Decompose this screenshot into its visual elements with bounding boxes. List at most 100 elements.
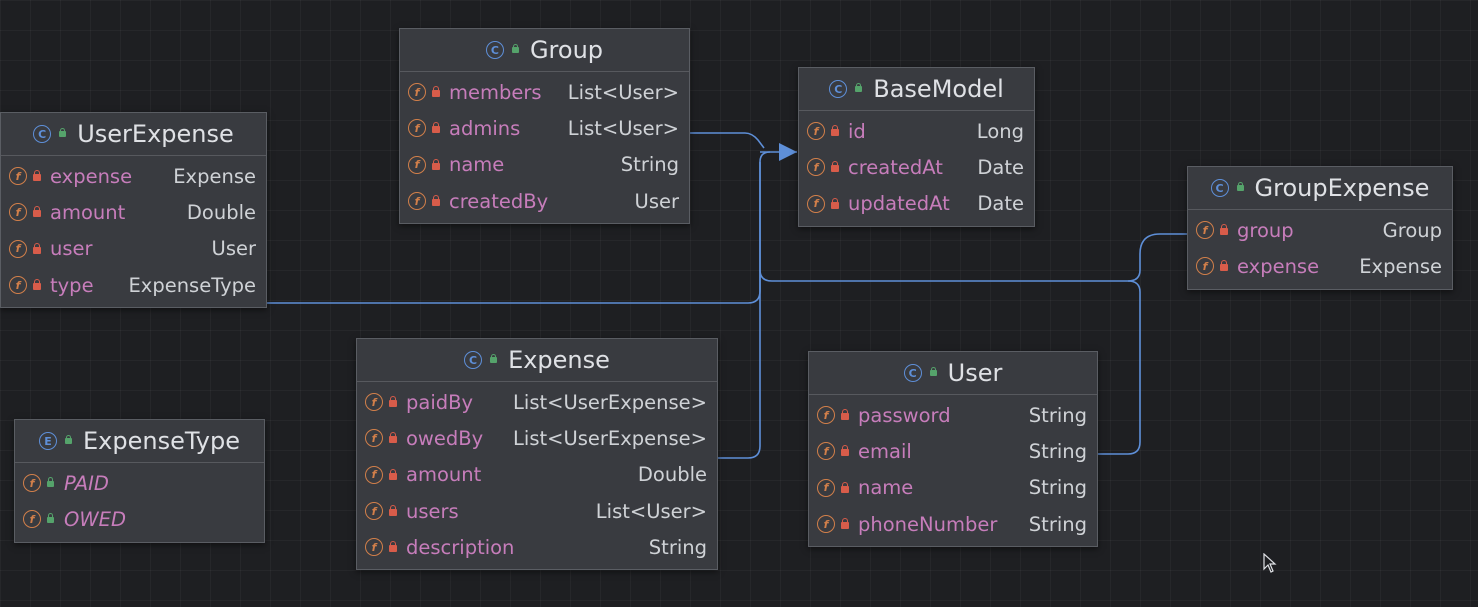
field-row[interactable]: f phoneNumber String xyxy=(809,506,1097,542)
field-type: List<User> xyxy=(567,80,679,104)
field-icon: f xyxy=(23,474,41,493)
field-name: name xyxy=(858,476,914,500)
private-lock-icon xyxy=(830,197,839,210)
field-row[interactable]: f expense Expense xyxy=(1188,248,1452,284)
connector-expense-to-basemodel xyxy=(718,162,761,459)
field-name: user xyxy=(50,237,93,261)
class-icon: C xyxy=(33,125,52,143)
field-icon: f xyxy=(365,429,383,448)
field-name: createdBy xyxy=(449,189,549,213)
private-lock-icon xyxy=(388,541,397,553)
field-name: expense xyxy=(50,164,133,188)
field-name: name xyxy=(449,153,505,177)
field-name: expense xyxy=(1237,254,1320,278)
field-icon: f xyxy=(817,406,835,425)
field-row[interactable]: f users List<User> xyxy=(357,493,717,529)
field-name: owedBy xyxy=(406,426,484,450)
private-lock-icon xyxy=(388,432,397,444)
field-icon: f xyxy=(408,83,426,102)
class-title: BaseModel xyxy=(873,75,1004,103)
enum-header: E ExpenseType xyxy=(15,420,264,463)
field-row[interactable]: f expense Expense xyxy=(1,158,266,194)
field-type: String xyxy=(648,535,707,559)
field-name: type xyxy=(50,273,94,297)
field-icon: f xyxy=(1196,257,1214,276)
field-icon: f xyxy=(1196,221,1214,240)
class-title: UserExpense xyxy=(77,120,234,148)
field-type: Group xyxy=(1382,218,1442,242)
field-type: List<User> xyxy=(595,499,707,523)
field-name: members xyxy=(449,80,542,104)
field-name: description xyxy=(406,535,515,559)
field-icon: f xyxy=(817,442,835,461)
private-lock-icon xyxy=(431,158,440,171)
field-icon: f xyxy=(817,478,835,497)
private-lock-icon xyxy=(1219,224,1228,236)
connector-user-to-basemodel xyxy=(1098,280,1141,455)
field-icon: f xyxy=(9,239,27,258)
enum-constant-row[interactable]: f PAID xyxy=(15,465,264,501)
field-icon: f xyxy=(365,502,383,521)
enum-constant: PAID xyxy=(64,471,109,495)
field-name: amount xyxy=(406,463,482,487)
field-type: User xyxy=(634,189,679,213)
field-icon: f xyxy=(9,203,27,222)
field-row[interactable]: f members List<User> xyxy=(400,74,689,110)
public-lock-icon xyxy=(46,513,55,525)
private-lock-icon xyxy=(840,518,849,530)
public-lock-icon xyxy=(929,367,938,379)
field-type: Expense xyxy=(173,164,256,188)
field-name: phoneNumber xyxy=(858,512,998,536)
field-icon: f xyxy=(9,167,27,186)
field-icon: f xyxy=(408,119,426,138)
field-name: users xyxy=(406,499,459,523)
field-type: String xyxy=(1028,512,1087,536)
field-name: password xyxy=(858,403,951,427)
public-lock-icon xyxy=(64,435,73,447)
field-type: Date xyxy=(977,155,1024,179)
class-header: C GroupExpense xyxy=(1188,167,1452,210)
private-lock-icon xyxy=(840,445,849,457)
field-type: Long xyxy=(976,119,1024,143)
class-icon: C xyxy=(464,351,483,369)
field-name: amount xyxy=(50,200,126,224)
field-icon: f xyxy=(817,515,835,534)
class-title: Expense xyxy=(508,346,610,374)
class-header: C User xyxy=(809,352,1097,395)
public-lock-icon xyxy=(854,83,863,95)
public-lock-icon xyxy=(1236,182,1245,194)
private-lock-icon xyxy=(1219,260,1228,272)
class-header: C BaseModel xyxy=(799,68,1034,111)
public-lock-icon xyxy=(511,44,520,56)
class-header: C Group xyxy=(400,29,689,72)
field-type: Expense xyxy=(1359,254,1442,278)
field-type: ExpenseType xyxy=(128,273,256,297)
class-icon: C xyxy=(485,41,504,59)
